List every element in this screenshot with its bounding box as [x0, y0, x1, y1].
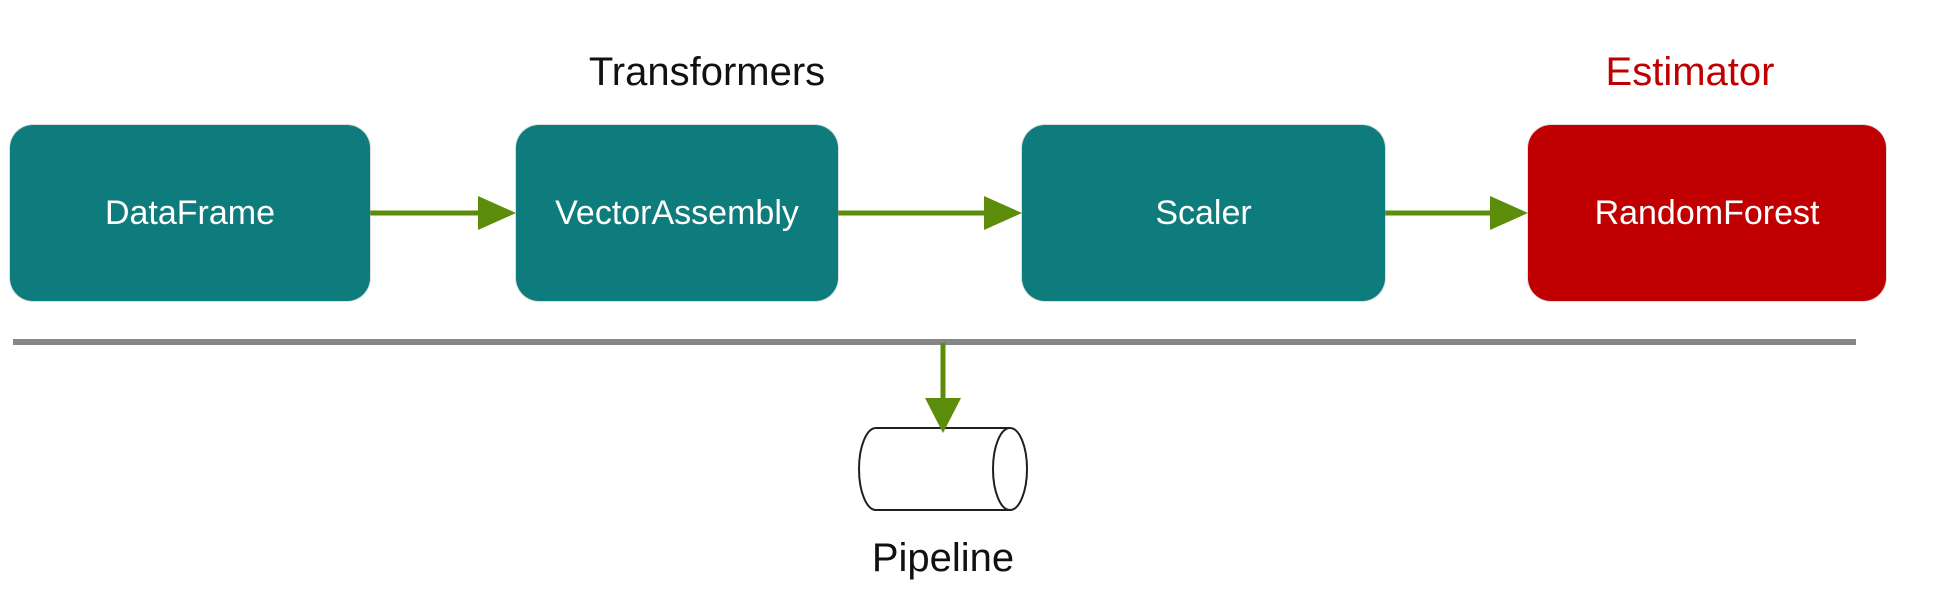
node-dataframe-label: DataFrame — [104, 193, 276, 232]
divider-line — [13, 339, 1856, 345]
pipeline-label: Pipeline — [871, 536, 1015, 580]
arrow-dataframe-to-vectorassembly-icon — [370, 196, 516, 230]
node-scaler: Scaler — [1022, 125, 1385, 301]
node-vectorassembly: VectorAssembly — [516, 125, 838, 301]
node-dataframe: DataFrame — [10, 125, 370, 301]
arrow-scaler-to-randomforest-icon — [1385, 196, 1528, 230]
arrow-down-to-pipeline-icon — [925, 343, 961, 433]
estimator-label: Estimator — [1605, 50, 1775, 94]
node-vectorassembly-label: VectorAssembly — [555, 193, 799, 232]
node-randomforest: RandomForest — [1528, 125, 1886, 301]
arrow-vectorassembly-to-scaler-icon — [838, 196, 1022, 230]
transformers-label: Transformers — [588, 50, 826, 94]
pipeline-cylinder-icon — [858, 427, 1028, 511]
node-randomforest-label: RandomForest — [1594, 193, 1820, 232]
node-scaler-label: Scaler — [1155, 193, 1252, 232]
